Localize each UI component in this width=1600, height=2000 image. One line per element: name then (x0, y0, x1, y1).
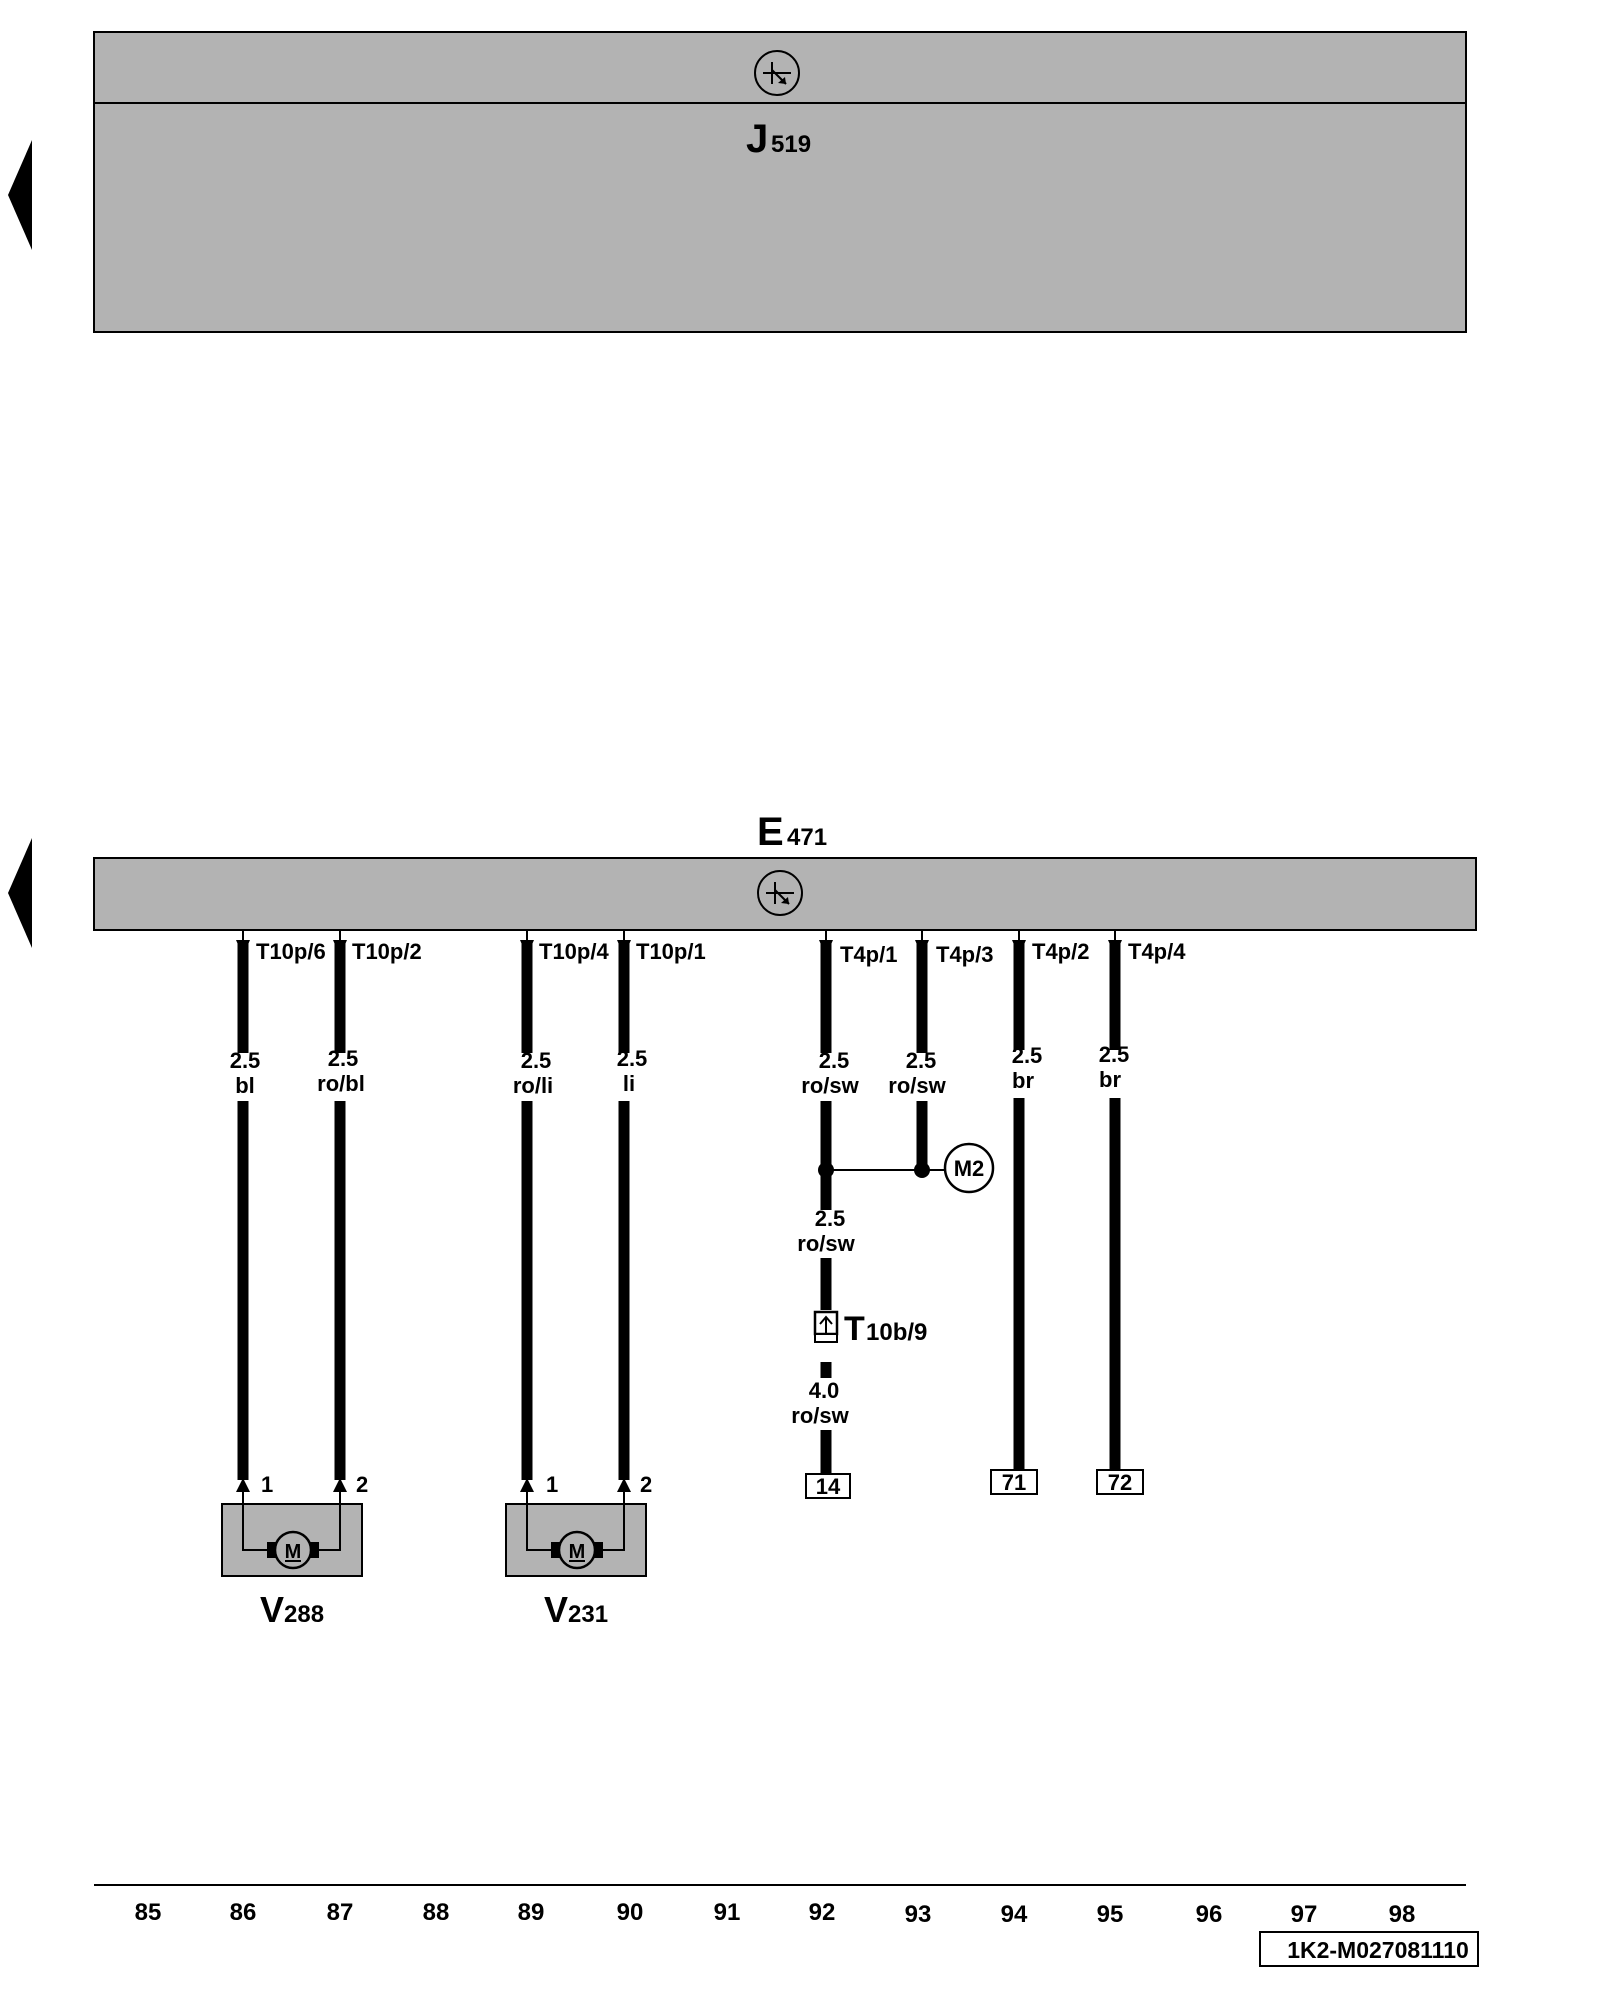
motor-symbol: M (285, 1541, 302, 1563)
wire-t4p-1: T4p/1 2.5 ro/sw 2.5 ro/sw 4.0 ro/sw (791, 930, 897, 1478)
wire-color: ro/li (513, 1073, 553, 1098)
column-number: 91 (714, 1899, 741, 1926)
wire-color: br (1012, 1068, 1034, 1093)
column-number: 96 (1196, 1901, 1223, 1928)
column-numbers: 85 86 87 88 89 90 91 92 93 94 95 96 97 9… (135, 1899, 1416, 1928)
column-number: 94 (1001, 1901, 1028, 1928)
column-number: 97 (1291, 1901, 1318, 1928)
control-unit-e471-letter: E (757, 810, 784, 854)
motor-pin-label: 1 (546, 1472, 558, 1497)
wire-size: 2.5 (617, 1046, 648, 1071)
motor-letter: V (544, 1589, 568, 1630)
wire-color: ro/sw (888, 1073, 946, 1098)
motor-v231: 1 2 M V 231 (505, 1472, 652, 1630)
diagram-code: 1K2-M027081110 (1287, 1937, 1469, 1963)
terminal-label: 72 (1108, 1470, 1132, 1495)
motor-number: 288 (284, 1601, 324, 1628)
column-number: 95 (1097, 1901, 1124, 1928)
column-number: 93 (905, 1901, 932, 1928)
column-number: 98 (1389, 1901, 1416, 1928)
motor-icon: M (267, 1530, 319, 1570)
wire-t10p-4: T10p/4 2.5 ro/li (513, 930, 609, 1492)
pin-label: T10p/4 (539, 939, 609, 964)
column-number: 86 (230, 1899, 257, 1926)
wire-t4p-2: T4p/2 2.5 br (1012, 930, 1089, 1474)
wire-size: 2.5 (906, 1048, 937, 1073)
pin-label: T4p/3 (936, 942, 993, 967)
junction-label: M2 (954, 1156, 985, 1181)
motor-icon: M (551, 1530, 603, 1570)
control-unit-j519-number: 519 (771, 131, 811, 158)
terminal-14: 14 (805, 1473, 851, 1499)
connector-pin: 10b/9 (866, 1319, 927, 1346)
column-number: 87 (327, 1899, 354, 1926)
column-number: 85 (135, 1899, 162, 1926)
wire-size: 2.5 (1099, 1042, 1130, 1067)
column-number: 92 (809, 1899, 836, 1926)
control-unit-j519: J 519 (93, 31, 1467, 333)
wire-t4p-4: T4p/4 2.5 br (1099, 930, 1186, 1474)
wire-size: 2.5 (521, 1048, 552, 1073)
connector-icon (813, 1310, 839, 1343)
terminal-71: 71 (990, 1469, 1038, 1495)
wire-size: 2.5 (328, 1046, 359, 1071)
wire-color: br (1099, 1067, 1121, 1092)
wire-size: 2.5 (1012, 1043, 1043, 1068)
wire-color: ro/sw (791, 1403, 849, 1428)
connector-letter: T (844, 1310, 865, 1348)
control-unit-j519-letter: J (746, 117, 768, 161)
motor-pin-label: 2 (356, 1472, 368, 1497)
junction-m2: M2 (818, 1142, 995, 1194)
pin-label: T4p/1 (840, 942, 897, 967)
wire-t10p-1: T10p/1 2.5 li (617, 930, 706, 1492)
control-unit-e471: E 471 (93, 810, 1477, 931)
column-number: 88 (423, 1899, 450, 1926)
nav-left-arrow-icon[interactable] (8, 838, 32, 948)
diagram-code-box: 1K2-M027081110 (1259, 1931, 1479, 1967)
motor-number: 231 (568, 1601, 608, 1628)
control-unit-symbol-icon (754, 50, 800, 96)
wire-t10p-2: T10p/2 2.5 ro/bl (317, 930, 422, 1492)
pin-label: T10p/1 (636, 939, 706, 964)
control-unit-symbol-icon (757, 870, 803, 916)
motor-pin-label: 1 (261, 1472, 273, 1497)
column-number: 89 (518, 1899, 545, 1926)
wire-color: ro/bl (317, 1071, 365, 1096)
motor-v288: 1 2 M V 288 (221, 1472, 368, 1630)
wire-t4p-3: T4p/3 2.5 ro/sw (888, 930, 993, 1170)
wire-size: 4.0 (809, 1378, 840, 1403)
wire-color: li (623, 1071, 635, 1096)
wire-size: 2.5 (815, 1206, 846, 1231)
pin-label: T10p/2 (352, 939, 422, 964)
wire-color: ro/sw (801, 1073, 859, 1098)
motor-symbol: M (569, 1541, 586, 1563)
wire-size: 2.5 (819, 1048, 850, 1073)
terminal-label: 14 (816, 1474, 841, 1499)
column-number: 90 (617, 1899, 644, 1926)
terminal-label: 71 (1002, 1470, 1026, 1495)
connector-t10b-9: T 10b/9 (813, 1310, 927, 1348)
motor-pin-label: 2 (640, 1472, 652, 1497)
nav-left-arrow-icon[interactable] (8, 140, 32, 250)
terminal-72: 72 (1096, 1469, 1144, 1495)
control-unit-e471-number: 471 (787, 824, 827, 851)
wire-t10p-6: T10p/6 2.5 bl (230, 930, 326, 1492)
pin-label: T4p/4 (1128, 939, 1186, 964)
pin-label: T10p/6 (256, 939, 326, 964)
wire-size: 2.5 (230, 1048, 261, 1073)
pin-label: T4p/2 (1032, 939, 1089, 964)
motor-letter: V (260, 1589, 284, 1630)
wire-color: bl (235, 1073, 255, 1098)
wire-color: ro/sw (797, 1231, 855, 1256)
